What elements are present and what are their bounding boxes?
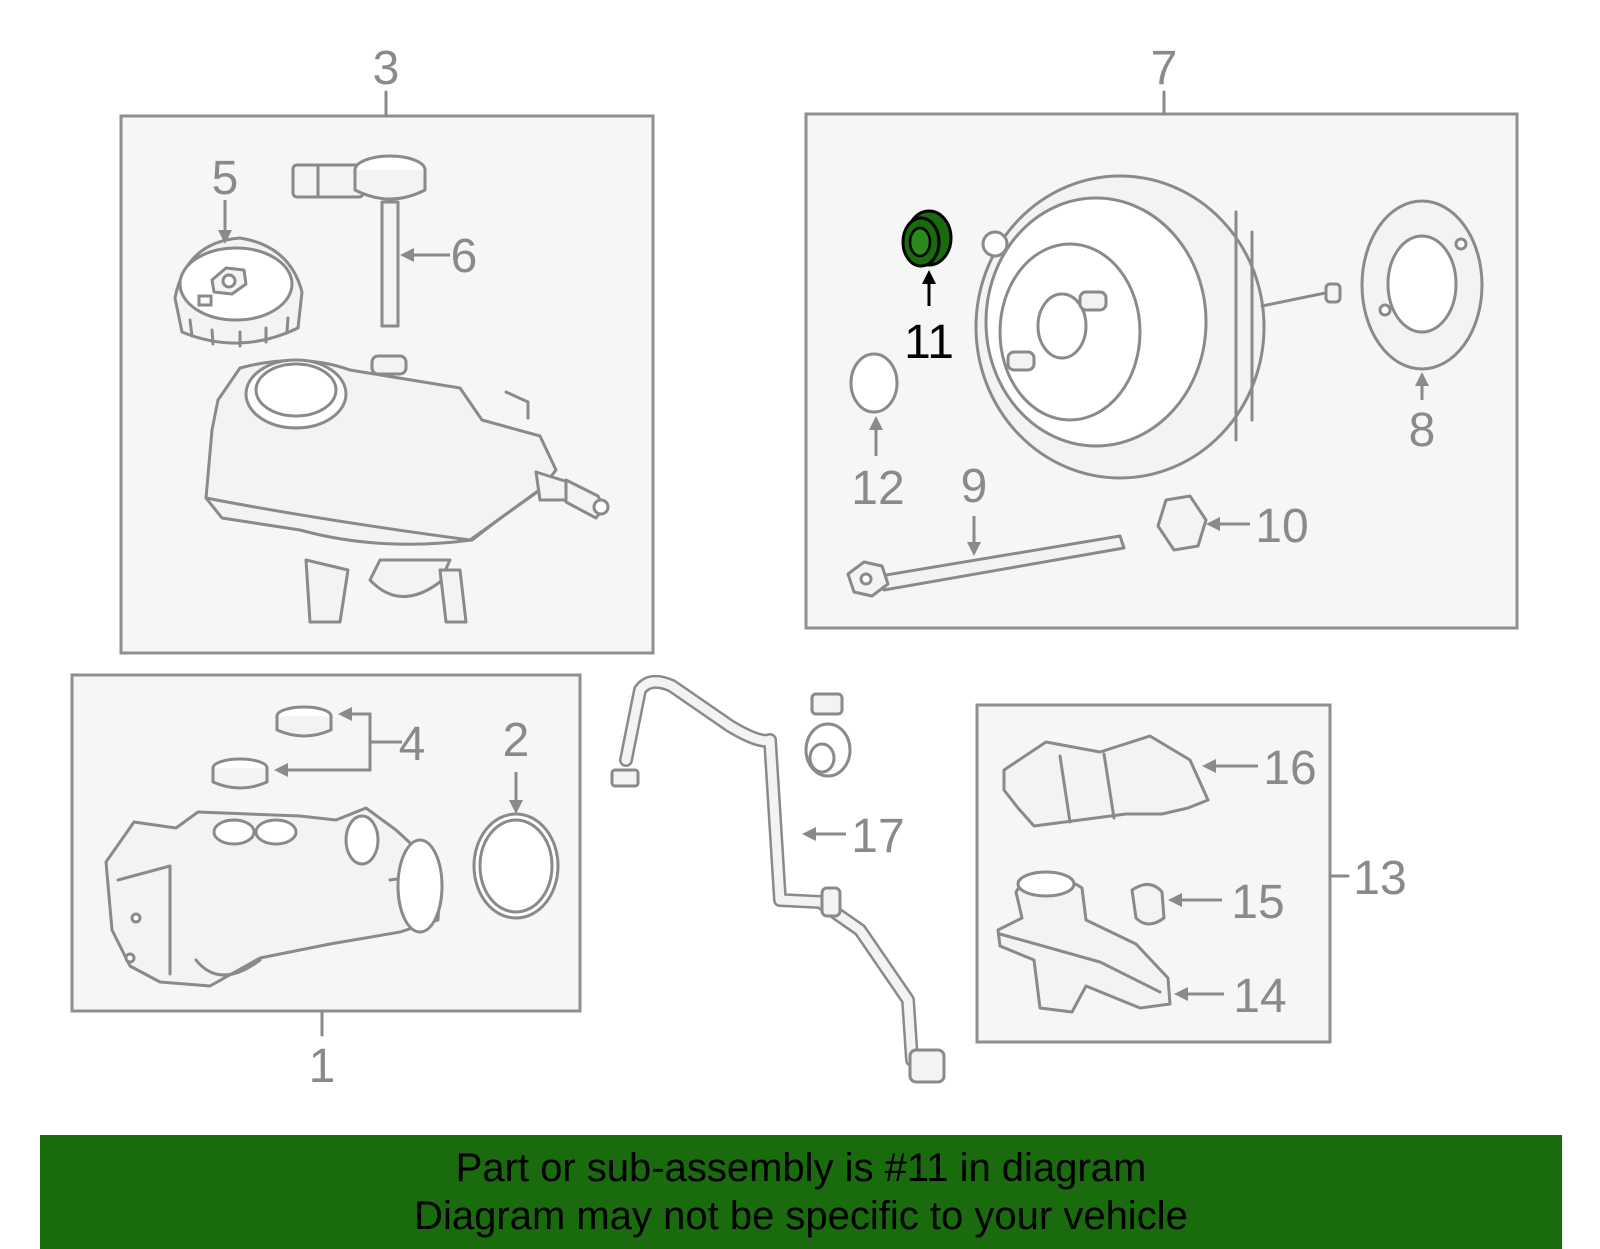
- callout-16: 16: [1263, 742, 1316, 795]
- callout-13: 13: [1353, 852, 1406, 905]
- gasket-part-8: [1360, 199, 1484, 371]
- callout-15: 15: [1231, 876, 1284, 929]
- nut-part-10: [1156, 494, 1208, 552]
- bracket-part-16: [1002, 734, 1210, 828]
- callout-2: 2: [503, 714, 530, 767]
- callout-9: 9: [961, 460, 988, 513]
- callout-11: 11: [904, 316, 954, 369]
- callout-14: 14: [1233, 970, 1286, 1023]
- seal-grommets-part-4: [211, 705, 333, 790]
- push-rod-part-9: [846, 534, 1126, 598]
- callout-7: 7: [1151, 42, 1178, 95]
- grommet-part-11-highlighted: [901, 209, 953, 268]
- callout-6: 6: [451, 230, 478, 283]
- master-cylinder-part-1: [104, 806, 444, 988]
- cap-part-15: [1130, 883, 1166, 926]
- brake-fluid-reservoir: [204, 354, 610, 624]
- callout-3: 3: [373, 42, 400, 95]
- reservoir-cap-part-5: [173, 236, 304, 348]
- o-ring-part-12: [849, 352, 899, 414]
- o-ring-part-2: [472, 812, 560, 920]
- info-banner: Part or sub-assembly is #11 in diagram D…: [40, 1135, 1562, 1249]
- callout-4: 4: [399, 718, 426, 771]
- brake-booster-part-7: [974, 174, 1342, 480]
- callout-10: 10: [1255, 500, 1308, 553]
- pressure-sensor-part-14: [996, 870, 1172, 1014]
- banner-line-part-number: Part or sub-assembly is #11 in diagram: [455, 1146, 1147, 1190]
- callout-1: 1: [309, 1040, 336, 1093]
- banner-line-disclaimer: Diagram may not be specific to your vehi…: [414, 1194, 1188, 1238]
- callout-8: 8: [1409, 404, 1436, 457]
- fluid-level-sensor-part-6: [291, 154, 427, 328]
- callout-12: 12: [851, 462, 904, 515]
- callout-5: 5: [212, 152, 239, 205]
- vacuum-hose-part-17: [610, 674, 946, 1084]
- callout-17: 17: [851, 810, 904, 863]
